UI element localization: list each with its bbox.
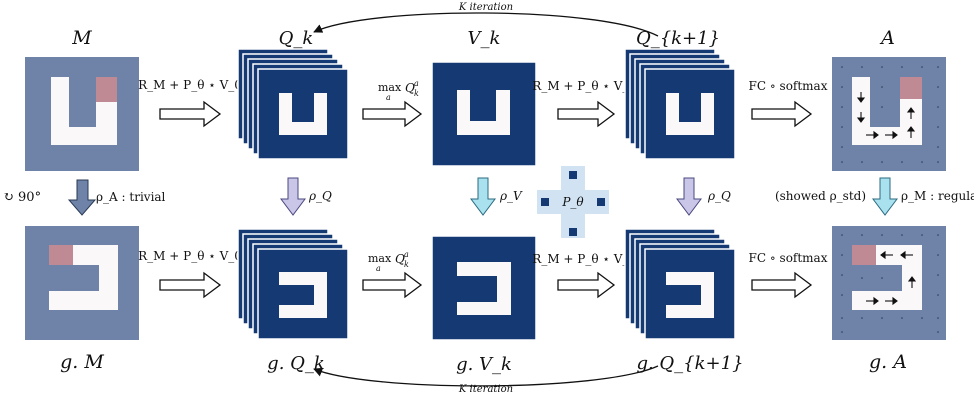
label-q-to-v-max: max	[378, 81, 402, 94]
q-next-stack-bottom	[624, 228, 736, 340]
q-stack-bottom	[237, 228, 349, 340]
hollow-arrow-top-3	[557, 100, 616, 128]
label-q-to-v-sub: a	[386, 93, 391, 102]
title-a: A	[879, 27, 895, 49]
label-q-to-v-q: Q	[405, 81, 415, 95]
grid-dots-top	[841, 66, 939, 163]
rho-v-label: ρ_V	[499, 189, 523, 203]
label-bottom-m-to-q: R_M + P_θ ⋆ V_0	[138, 249, 242, 263]
title-q: Q_k	[279, 28, 314, 49]
rho-m-arrow	[872, 177, 898, 216]
rho-v-arrow	[470, 177, 496, 216]
hollow-arrow-top-4	[751, 100, 813, 128]
label-bottom-q-to-v-max: max	[368, 252, 392, 265]
rotation-label: ↻ 90°	[3, 190, 41, 205]
label-m-to-q: R_M + P_θ ⋆ V_0	[138, 78, 242, 92]
grid-dots-bottom	[841, 234, 939, 333]
label-q-to-a: FC ∘ softmax	[749, 79, 828, 93]
label-bottom-v-to-q: R_M + P_θ ⋆ V_k	[532, 252, 636, 266]
map-ga	[832, 226, 946, 340]
title-gm: g. M	[60, 351, 104, 373]
filter-p-theta	[537, 166, 609, 238]
hollow-arrow-top-2	[362, 100, 423, 128]
rho-m-label: ρ_M : regular	[901, 189, 974, 203]
iteration-arc-top	[313, 12, 659, 37]
label-bottom-q-to-v-sub2: k	[404, 260, 409, 269]
title-v: V_k	[468, 28, 501, 49]
v-map-top	[431, 61, 537, 167]
iteration-arc-bottom	[313, 365, 659, 387]
title-q-next: Q_{k+1}	[636, 28, 720, 49]
hollow-arrow-bottom-3	[557, 271, 616, 299]
rho-a-label: ρ_A : trivial	[96, 190, 166, 204]
policy-arrows-top	[856, 92, 916, 140]
showed-label: (showed ρ_std)	[775, 189, 866, 203]
map-gm	[25, 226, 139, 340]
hollow-arrow-bottom-4	[751, 271, 813, 299]
label-v-to-q: R_M + P_θ ⋆ V_k	[532, 79, 636, 93]
label-q-to-v-sub2: k	[414, 89, 419, 98]
rho-q1-label: ρ_Q	[308, 189, 332, 203]
title-gv: g. V_k	[456, 354, 512, 375]
v-map-bottom	[431, 235, 537, 341]
iteration-label-top: K iteration	[458, 2, 513, 13]
rho-q2-arrow	[676, 177, 702, 216]
q-next-stack-top	[624, 48, 736, 160]
title-gq-next: g. Q_{k+1}	[636, 353, 743, 374]
hollow-arrow-bottom-1	[159, 271, 222, 299]
map-m	[25, 57, 139, 171]
hollow-arrow-bottom-2	[362, 271, 423, 299]
filter-label: P_θ	[561, 195, 584, 209]
hollow-arrow-top-1	[159, 100, 222, 128]
rho-q2-label: ρ_Q	[707, 189, 731, 203]
policy-arrows-bottom	[866, 250, 917, 306]
title-ga: g. A	[869, 351, 907, 373]
title-m: M	[71, 27, 92, 49]
map-a	[832, 57, 946, 171]
rho-a-arrow	[67, 179, 97, 216]
rho-q1-arrow	[280, 177, 306, 216]
q-stack-top	[237, 48, 349, 160]
label-bottom-q-to-v-q: Q	[395, 252, 405, 266]
title-gq: g. Q_k	[267, 353, 325, 374]
label-bottom-q-to-v-sub: a	[376, 264, 381, 273]
iteration-label-bottom: K iteration	[458, 384, 513, 395]
label-bottom-q-to-a: FC ∘ softmax	[749, 251, 828, 265]
label-bottom-q-to-v-sup: a	[404, 250, 409, 259]
label-q-to-v-sup: a	[414, 79, 419, 88]
